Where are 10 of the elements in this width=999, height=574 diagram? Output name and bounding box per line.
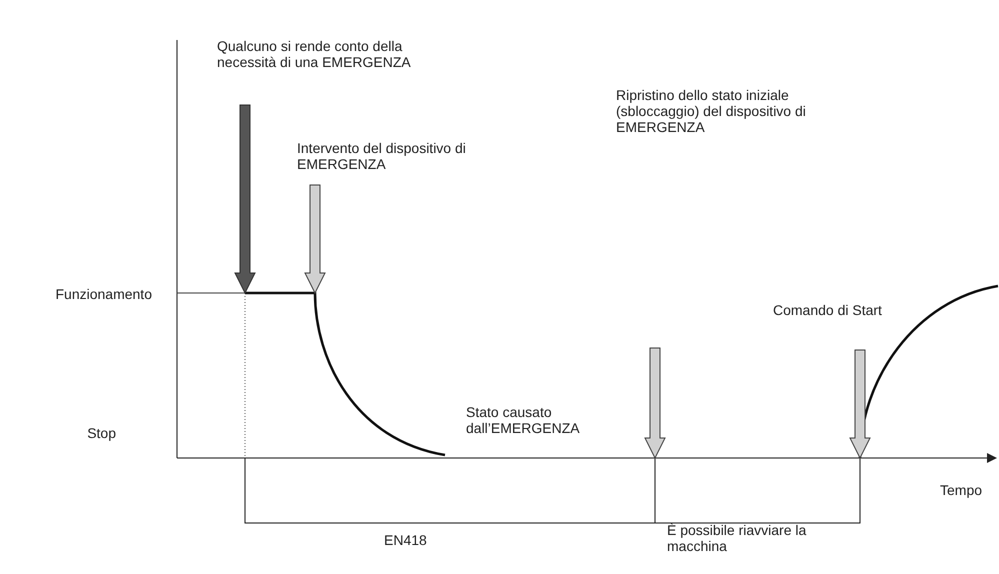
restart-note: È possibile riavviare la macchina bbox=[667, 522, 808, 554]
axis-label: Tempo bbox=[940, 482, 984, 498]
state-label: Funzionamento bbox=[54, 286, 152, 302]
event-note: Comando di Start bbox=[773, 302, 883, 318]
event-note: Intervento del dispositivo di EMERGENZA bbox=[297, 140, 467, 172]
event-note: Qualcuno si rende conto della necessità di una EMERGENZA bbox=[217, 38, 412, 70]
event-note: Ripristino dello stato iniziale (sbloccaggio) del dispositivo di EMERGENZA bbox=[616, 87, 807, 135]
state-label: Stop bbox=[86, 425, 116, 441]
state-note: Stato causato dall’EMERGENZA bbox=[466, 404, 581, 436]
standard-label: EN418 bbox=[384, 532, 428, 548]
